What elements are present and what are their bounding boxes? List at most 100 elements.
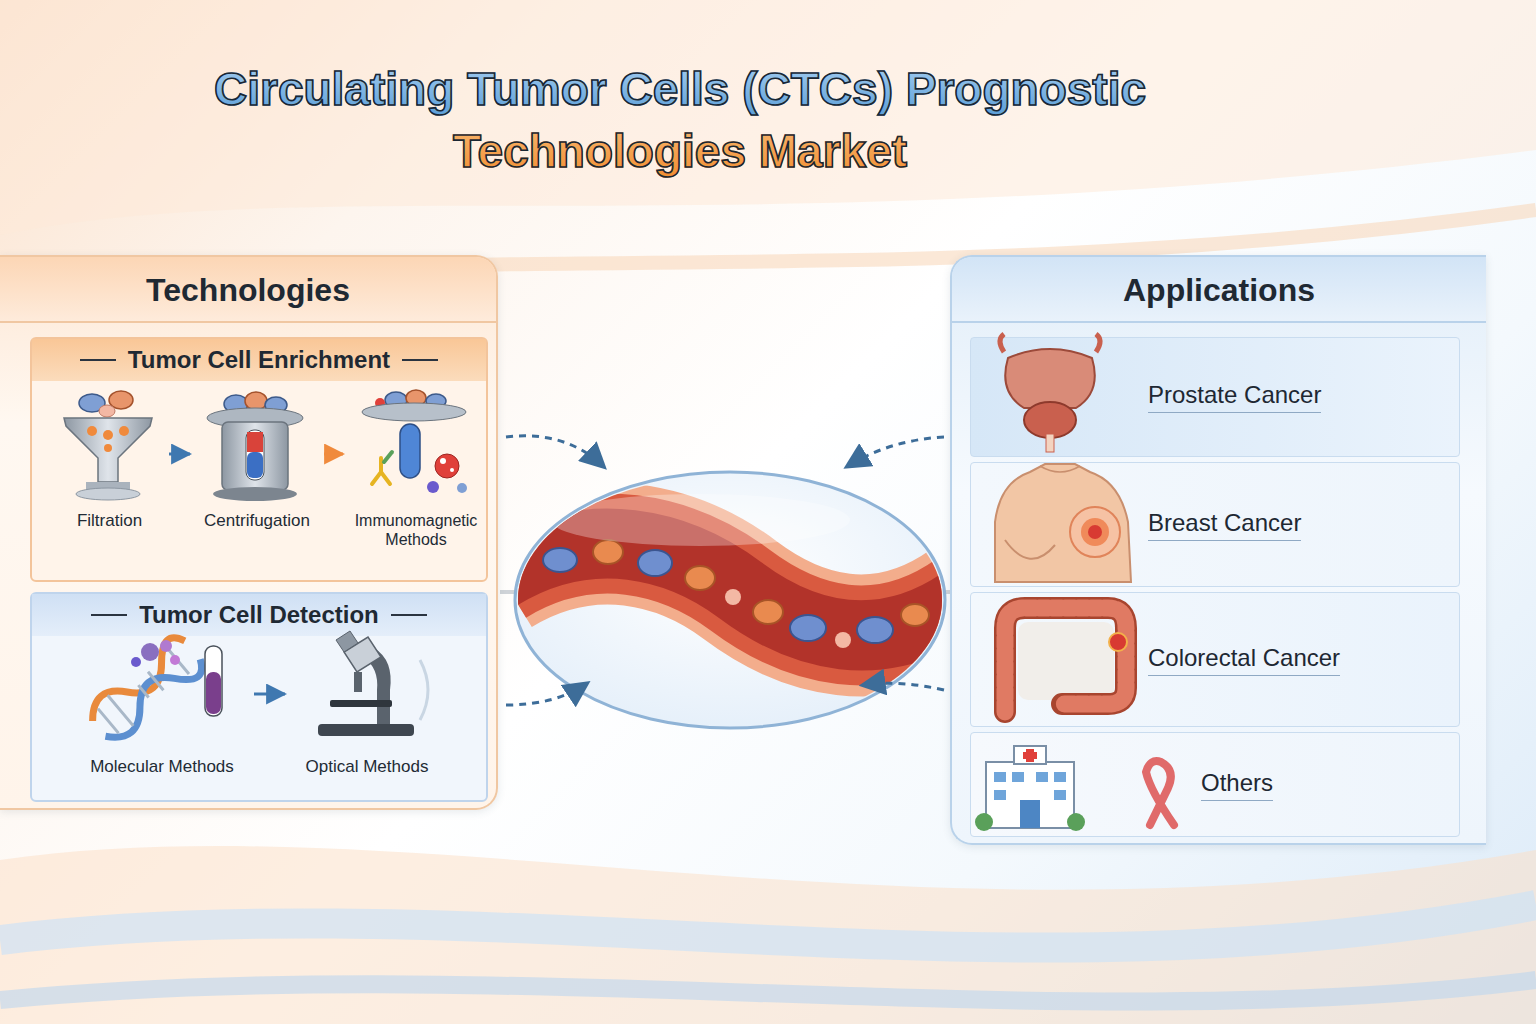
breast-icon [1088,525,1102,539]
blood-vessel-illustration [835,632,851,648]
prostate-icon [1046,434,1054,452]
centrifuge-icon [247,432,263,452]
band-heading: Tumor Cell Detection [139,601,379,629]
hospital-ribbon-icon [1012,772,1024,782]
header-dash [91,614,127,616]
breast-icon [1040,466,1080,472]
centrifuge-icon [213,487,297,501]
microscope-icon [318,631,428,736]
breast-icon [995,464,1131,582]
dna-tube-icon [131,657,141,667]
filtration-icon [64,391,152,500]
microscope-icon [354,672,362,692]
blood-vessel-illustration [901,604,929,626]
panel-heading: Applications [952,257,1486,323]
immunomagnetic-icon [440,458,446,464]
application-label: Prostate Cancer [1148,381,1321,413]
microscope-icon [330,700,392,707]
immunomagnetic-icon [362,403,466,421]
blood-vessel-illustration [500,472,965,728]
prostate-icon [1000,334,1100,452]
colon-icon [1109,633,1127,651]
immunomagnetic-icon [362,390,467,493]
band-header-bar: Tumor Cell Detection [32,594,486,636]
centrifuge-icon [222,422,288,490]
prostate-icon [1005,349,1095,408]
dna-tube-icon [170,655,180,665]
hospital-ribbon-icon [1067,813,1085,831]
immunomagnetic-icon [435,454,459,478]
dna-tube-icon [97,647,208,746]
breast-icon [1070,507,1120,557]
flow-arrow [324,453,343,456]
hospital-ribbon-icon [1014,746,1046,764]
blood-vessel-illustration [790,615,826,641]
blood-vessel-illustration [500,494,965,648]
blood-vessel-illustration [638,550,672,576]
immunomagnetic-icon [372,458,390,484]
filtration-icon [99,405,115,417]
blood-vessel-illustration [500,544,965,636]
header-dash [80,359,116,361]
hospital-ribbon-icon [1023,749,1037,762]
dna-tube-icon [84,632,222,747]
hospital-ribbon-icon [986,762,1074,828]
blood-vessel-illustration [725,589,741,605]
background-swoosh [0,0,1536,235]
colon-icon [1005,608,1127,712]
breast-icon [995,464,1131,582]
dna-tube-icon [160,640,172,652]
centrifuge-icon [246,430,264,480]
immunomagnetic-icon [450,468,454,472]
centrifuge-icon [245,392,267,410]
breast-icon [1005,540,1055,559]
immunomagnetic-icon [400,424,420,478]
hospital-ribbon-icon [1054,790,1066,800]
dna-tube-icon [205,646,222,716]
colon-icon [1018,622,1114,700]
filtration-icon [64,418,152,482]
method-label: Optical Methods [287,757,447,777]
dna-tube-icon [95,646,191,736]
band-heading: Tumor Cell Enrichment [128,346,390,374]
application-label: Breast Cancer [1148,509,1301,541]
dna-tube-icon [141,643,159,661]
application-label: Colorectal Cancer [1148,644,1340,676]
blood-vessel-illustration [753,600,783,624]
band-header-bar: Tumor Cell Enrichment [32,339,486,381]
filtration-icon [103,430,113,440]
prostate-icon [1000,334,1004,352]
hospital-ribbon-icon [1146,761,1174,825]
header-dash [391,614,427,616]
filtration-icon [87,426,97,436]
hospital-ribbon-icon [975,746,1174,831]
hospital-ribbon-icon [1054,772,1066,782]
blood-vessel-illustration [593,540,623,564]
blood-vessel-illustration [550,494,850,546]
dashed-flow-arrows [864,683,944,690]
immunomagnetic-icon [384,452,392,462]
filtration-icon [76,488,140,500]
panel-heading: Technologies [0,257,496,323]
microscope-icon [420,660,428,720]
prostate-icon [1096,334,1100,352]
method-label: Filtration [52,511,167,531]
background-swoosh [0,905,1536,948]
method-label: Centrifugation [192,511,322,531]
breast-icon [1081,518,1109,546]
dashed-flow-arrows [848,437,944,466]
header-dash [402,359,438,361]
dashed-flow-arrows [506,684,586,705]
blood-vessel-illustration [500,544,965,636]
method-label: Immunomagnetic Methods [345,511,487,549]
hospital-ribbon-icon [994,790,1006,800]
dashed-flow-arrows [506,436,603,466]
colon-icon [1005,608,1126,712]
blood-vessel-illustration [857,617,893,643]
centrifuge-icon [247,452,263,478]
microscope-icon [318,724,414,736]
background-swoosh [0,980,1536,1002]
prostate-icon [1024,402,1076,438]
centrifuge-icon [207,392,303,501]
